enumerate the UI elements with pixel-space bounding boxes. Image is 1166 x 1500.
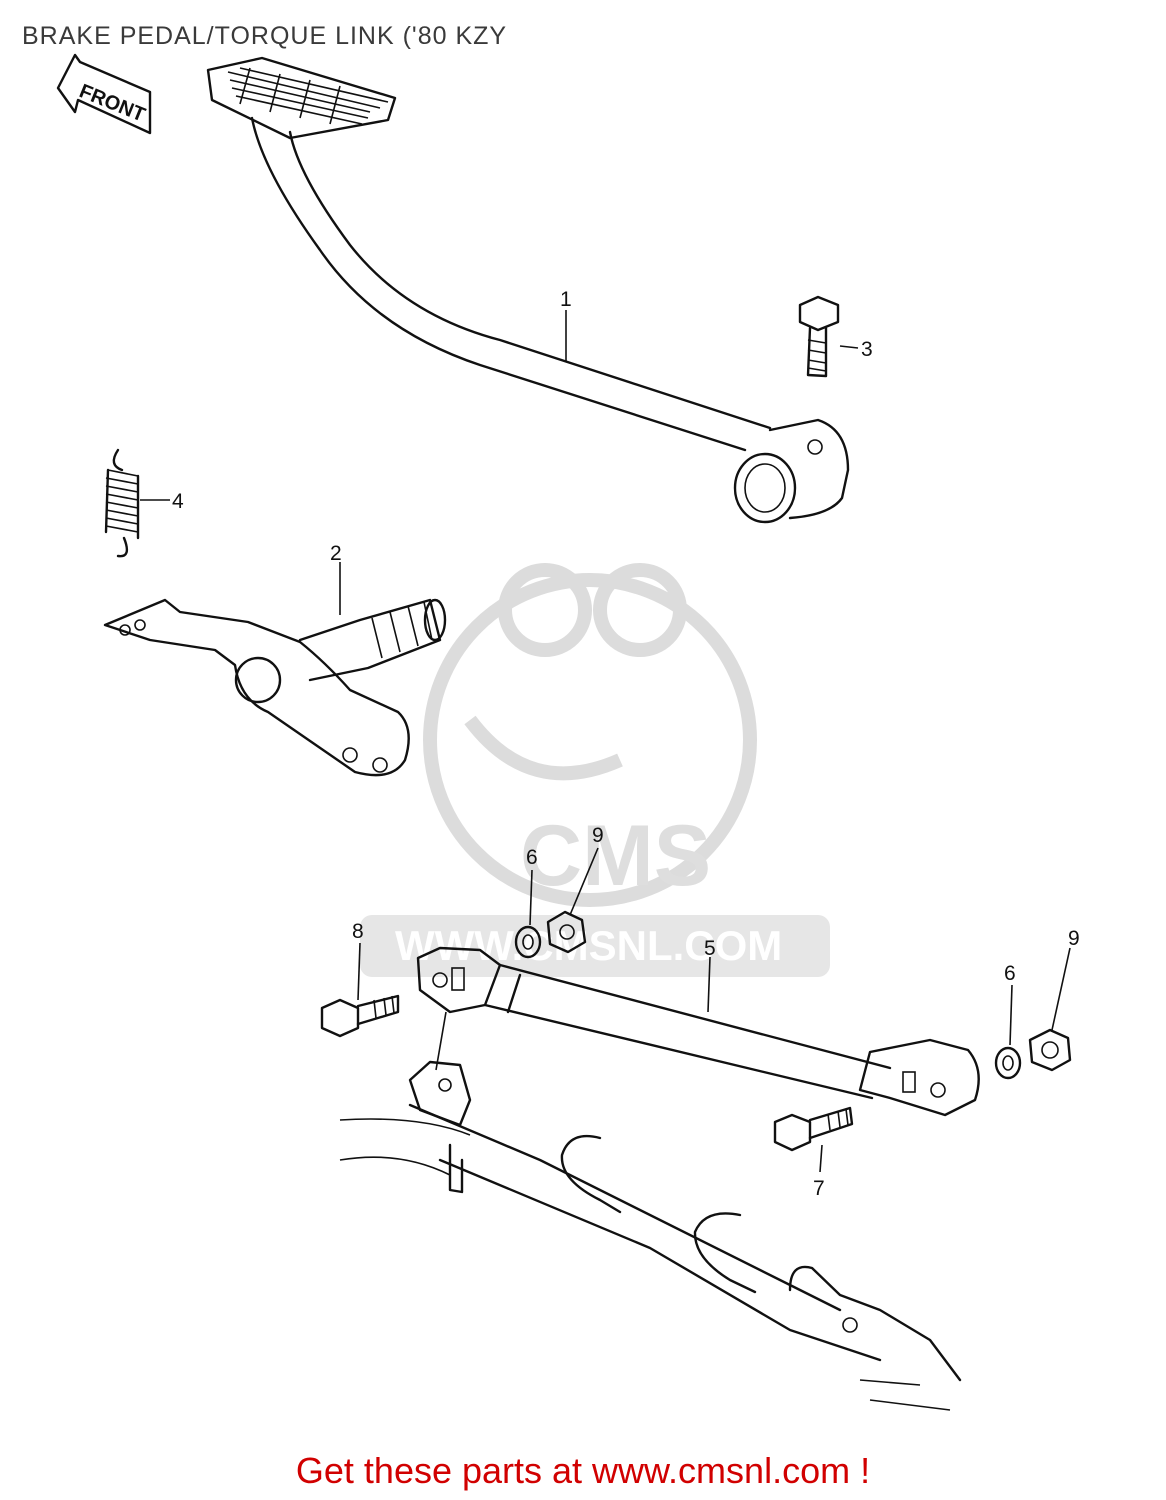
brake-pedal-part <box>206 56 850 524</box>
callout-8: 8 <box>352 920 364 943</box>
callout-4: 4 <box>172 490 184 513</box>
callout-6b: 6 <box>1004 962 1016 985</box>
page-title: BRAKE PEDAL/TORQUE LINK ('80 KZY <box>22 22 508 50</box>
callout-9b: 9 <box>1068 927 1080 950</box>
torque-link-part <box>416 946 980 1117</box>
callout-1: 1 <box>560 288 572 311</box>
nut-part-9a <box>546 910 587 954</box>
callout-5: 5 <box>704 937 716 960</box>
callout-2: 2 <box>330 542 342 565</box>
brake-shaft-arm-part <box>103 598 447 777</box>
pedal-pad-grid <box>229 67 371 125</box>
get-parts-link[interactable]: Get these parts at www.cmsnl.com ! <box>295 1450 871 1491</box>
spring-part-4 <box>104 448 140 558</box>
washer-part-6b <box>994 1046 1022 1080</box>
bolt-part-8 <box>320 994 400 1038</box>
watermark-logo-text: CMS <box>520 808 711 904</box>
front-arrow-icon: FRONT <box>56 53 152 135</box>
nut-part-9b <box>1028 1028 1072 1072</box>
frame-swingarm <box>339 1060 962 1411</box>
callout-7: 7 <box>813 1177 825 1200</box>
bolt-part-7 <box>773 1106 854 1152</box>
washer-part-6a <box>514 925 542 959</box>
callout-3: 3 <box>861 338 873 361</box>
leader-lines <box>140 310 1071 1173</box>
callout-6a: 6 <box>526 846 538 869</box>
watermark-logo: CMS WWW.CMSNL.COM <box>360 563 830 977</box>
watermark-url-text: WWW.CMSNL.COM <box>395 922 782 969</box>
callout-9a: 9 <box>592 824 604 847</box>
bolt-part-3 <box>798 295 840 378</box>
